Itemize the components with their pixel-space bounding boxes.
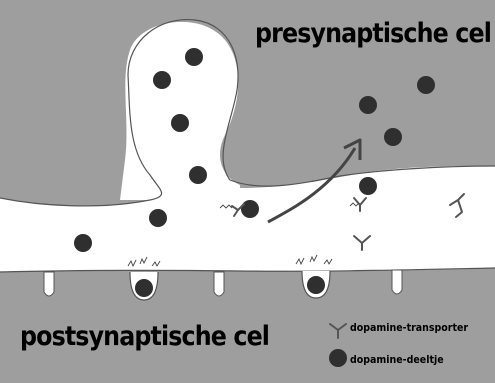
cleft-bulb xyxy=(120,22,240,200)
presynaptic-label: presynaptische cel xyxy=(255,18,491,49)
legend-transporter-label: dopamine-transporter xyxy=(350,321,468,334)
legend-particle-label: dopamine-deeltje xyxy=(350,353,444,366)
postsynaptic-label: postsynaptische cel xyxy=(20,321,269,352)
legend-particle-icon xyxy=(329,349,347,367)
